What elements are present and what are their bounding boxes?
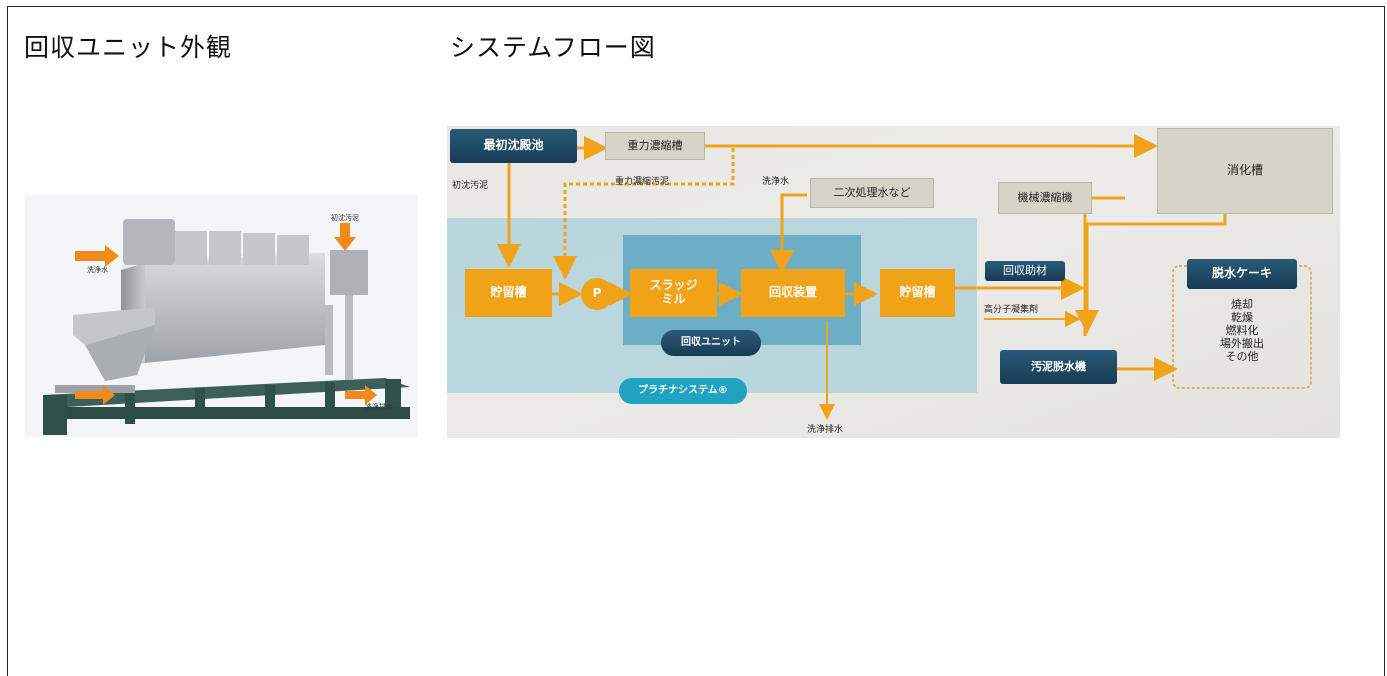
cake-use-item: 燃料化 xyxy=(1225,324,1259,337)
polymer-flocculant-label: 高分子凝集剤 xyxy=(984,305,1039,315)
photo-wash-drain-label: 洗浄排水 xyxy=(365,403,393,411)
digester: 消化槽 xyxy=(1157,128,1333,214)
mechanical-thickener: 機械濃縮機 xyxy=(998,182,1092,214)
cake-use-item: 場外搬出 xyxy=(1220,337,1264,350)
unit-appearance-heading: 回収ユニット外観 xyxy=(24,33,233,62)
gravity-sludge-label: 重力濃縮汚泥 xyxy=(615,177,670,187)
pump-label: P xyxy=(592,286,602,301)
page-frame xyxy=(7,6,1385,676)
system-flow-diagram: 最初沈殿池 重力濃縮槽 消化槽 二次処理水など 機械濃縮機 貯留槽 P スラッジ… xyxy=(447,126,1340,438)
recovery-aid: 回収助材 xyxy=(985,261,1065,281)
cake-uses-list: 焼却 乾燥 燃料化 場外搬出 その他 xyxy=(1203,298,1281,363)
pump-icon xyxy=(581,278,613,310)
platina-system-badge: プラチナシステム® xyxy=(619,378,747,404)
storage-tank-2: 貯留槽 xyxy=(880,269,955,317)
recovery-device: 回収装置 xyxy=(741,269,845,317)
system-flow-heading: システムフロー図 xyxy=(450,33,656,62)
cake-use-item: 焼却 xyxy=(1231,298,1253,311)
wash-drain-label: 洗浄排水 xyxy=(807,425,844,435)
recovery-unit-photo: 洗浄水 初沈汚泥 洗浄排水 xyxy=(25,195,418,437)
sludge-dewatering-machine: 汚泥脱水機 xyxy=(1000,350,1117,384)
wash-water-label: 洗浄水 xyxy=(762,177,790,187)
photo-wash-water-label: 洗浄水 xyxy=(87,266,108,274)
recovery-unit-badge: 回収ユニット xyxy=(661,330,761,356)
secondary-treated-water: 二次処理水など xyxy=(810,178,934,208)
wash-water-arrow-icon xyxy=(75,245,119,267)
cake-use-item: その他 xyxy=(1225,350,1259,363)
sludge-inlet-arrow-icon xyxy=(334,223,356,251)
outlet-arrow-icon xyxy=(75,385,115,405)
cake-use-item: 乾燥 xyxy=(1231,311,1253,324)
primary-sludge-label: 初沈汚泥 xyxy=(452,181,489,191)
drain-arrow-icon xyxy=(345,385,377,405)
gravity-thickener: 重力濃縮槽 xyxy=(605,132,705,160)
storage-tank-1: 貯留槽 xyxy=(465,269,552,317)
recovery-unit-illustration xyxy=(43,219,410,435)
photo-primary-sludge-label: 初沈汚泥 xyxy=(331,214,359,222)
sludge-mill: スラッジ ミル xyxy=(630,269,717,317)
primary-sedimentation-tank: 最初沈殿池 xyxy=(450,129,577,163)
dewatered-cake: 脱水ケーキ xyxy=(1187,259,1297,289)
